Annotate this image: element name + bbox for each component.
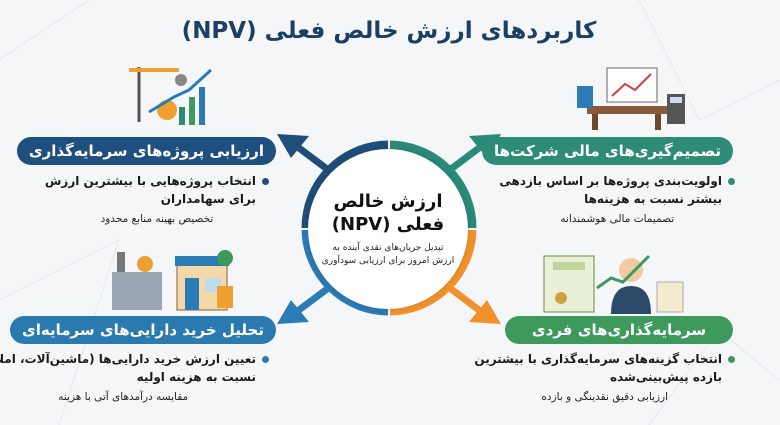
bullet-line1: اولویت‌بندی پروژه‌ها بر اساس بازدهی: [500, 174, 723, 188]
center-description-line2: ارزش امروز برای ارزیابی سودآوری: [322, 256, 456, 266]
center-description-line1: تبدیل جریان‌های نقدی آینده به: [333, 243, 445, 253]
center-circle: ارزش خالص فعلی (NPV) تبدیل جریان‌های نقد…: [309, 149, 469, 309]
bullet-dot-icon: [729, 178, 736, 185]
arrow-top-left-icon: [278, 134, 310, 158]
factory-store-icon: [113, 250, 234, 311]
section-label-top-right: تصمیم‌گیری‌های مالی شرکت‌ها: [483, 137, 734, 165]
section-note-top-left: تخصیص بهینه منابع محدود: [101, 213, 215, 225]
section-bullet-top-right: اولویت‌بندی پروژه‌ها بر اساس بازدهی بیشت…: [500, 172, 736, 226]
bullet-line2: برای سهامداران: [161, 192, 257, 206]
arrow-bottom-right-icon: [470, 300, 502, 324]
section-label-top-left: ارزیابی پروژه‌های سرمایه‌گذاری: [17, 137, 277, 165]
arrow-bottom-left-icon: [278, 300, 310, 324]
bullet-line1: تعیین ارزش خرید دارایی‌ها (ماشین‌آلات، ا…: [0, 352, 257, 366]
construction-growth-icon: [130, 67, 214, 125]
investor-stock-certificate-icon: [544, 254, 685, 314]
section-note-bottom-left: مقایسه درآمدهای آتی با هزینه: [59, 391, 190, 403]
section-bullet-bottom-left: تعیین ارزش خرید دارایی‌ها (ماشین‌آلات، ا…: [0, 350, 270, 404]
bullet-line2: نسبت به هزینه اولیه: [137, 370, 257, 384]
section-label-bottom-left: تحلیل خرید دارایی‌های سرمایه‌ای: [10, 316, 277, 344]
bullet-line1: انتخاب پروژه‌هایی با بیشترین ارزش: [45, 174, 257, 188]
bullet-dot-icon: [263, 178, 270, 185]
section-bullet-top-left: انتخاب پروژه‌هایی با بیشترین ارزش برای س…: [46, 172, 270, 226]
bullet-line2: بازده پیش‌بینی‌شده: [611, 370, 723, 384]
center-heading-line2: فعلی (NPV): [332, 214, 446, 235]
bullet-line1: انتخاب گزینه‌های سرمایه‌گذاری با بیشترین: [475, 352, 723, 366]
page-title: کاربردهای ارزش خالص فعلی (NPV): [182, 18, 598, 44]
office-desk-calculator-icon: [578, 67, 686, 130]
section-label-bottom-right: سرمایه‌گذاری‌های فردی: [506, 316, 734, 344]
section-note-top-right: تصمیمات مالی هوشمندانه: [561, 213, 676, 225]
bullet-line2: بیشتر نسبت به هزینه‌ها: [585, 192, 723, 206]
center-heading-line1: ارزش خالص: [334, 191, 444, 212]
section-note-bottom-right: ارزیابی دقیق نقدینگی و بازده: [542, 391, 670, 403]
section-bullet-bottom-right: انتخاب گزینه‌های سرمایه‌گذاری با بیشترین…: [475, 350, 736, 404]
bullet-dot-icon: [263, 356, 270, 363]
bullet-dot-icon: [729, 356, 736, 363]
